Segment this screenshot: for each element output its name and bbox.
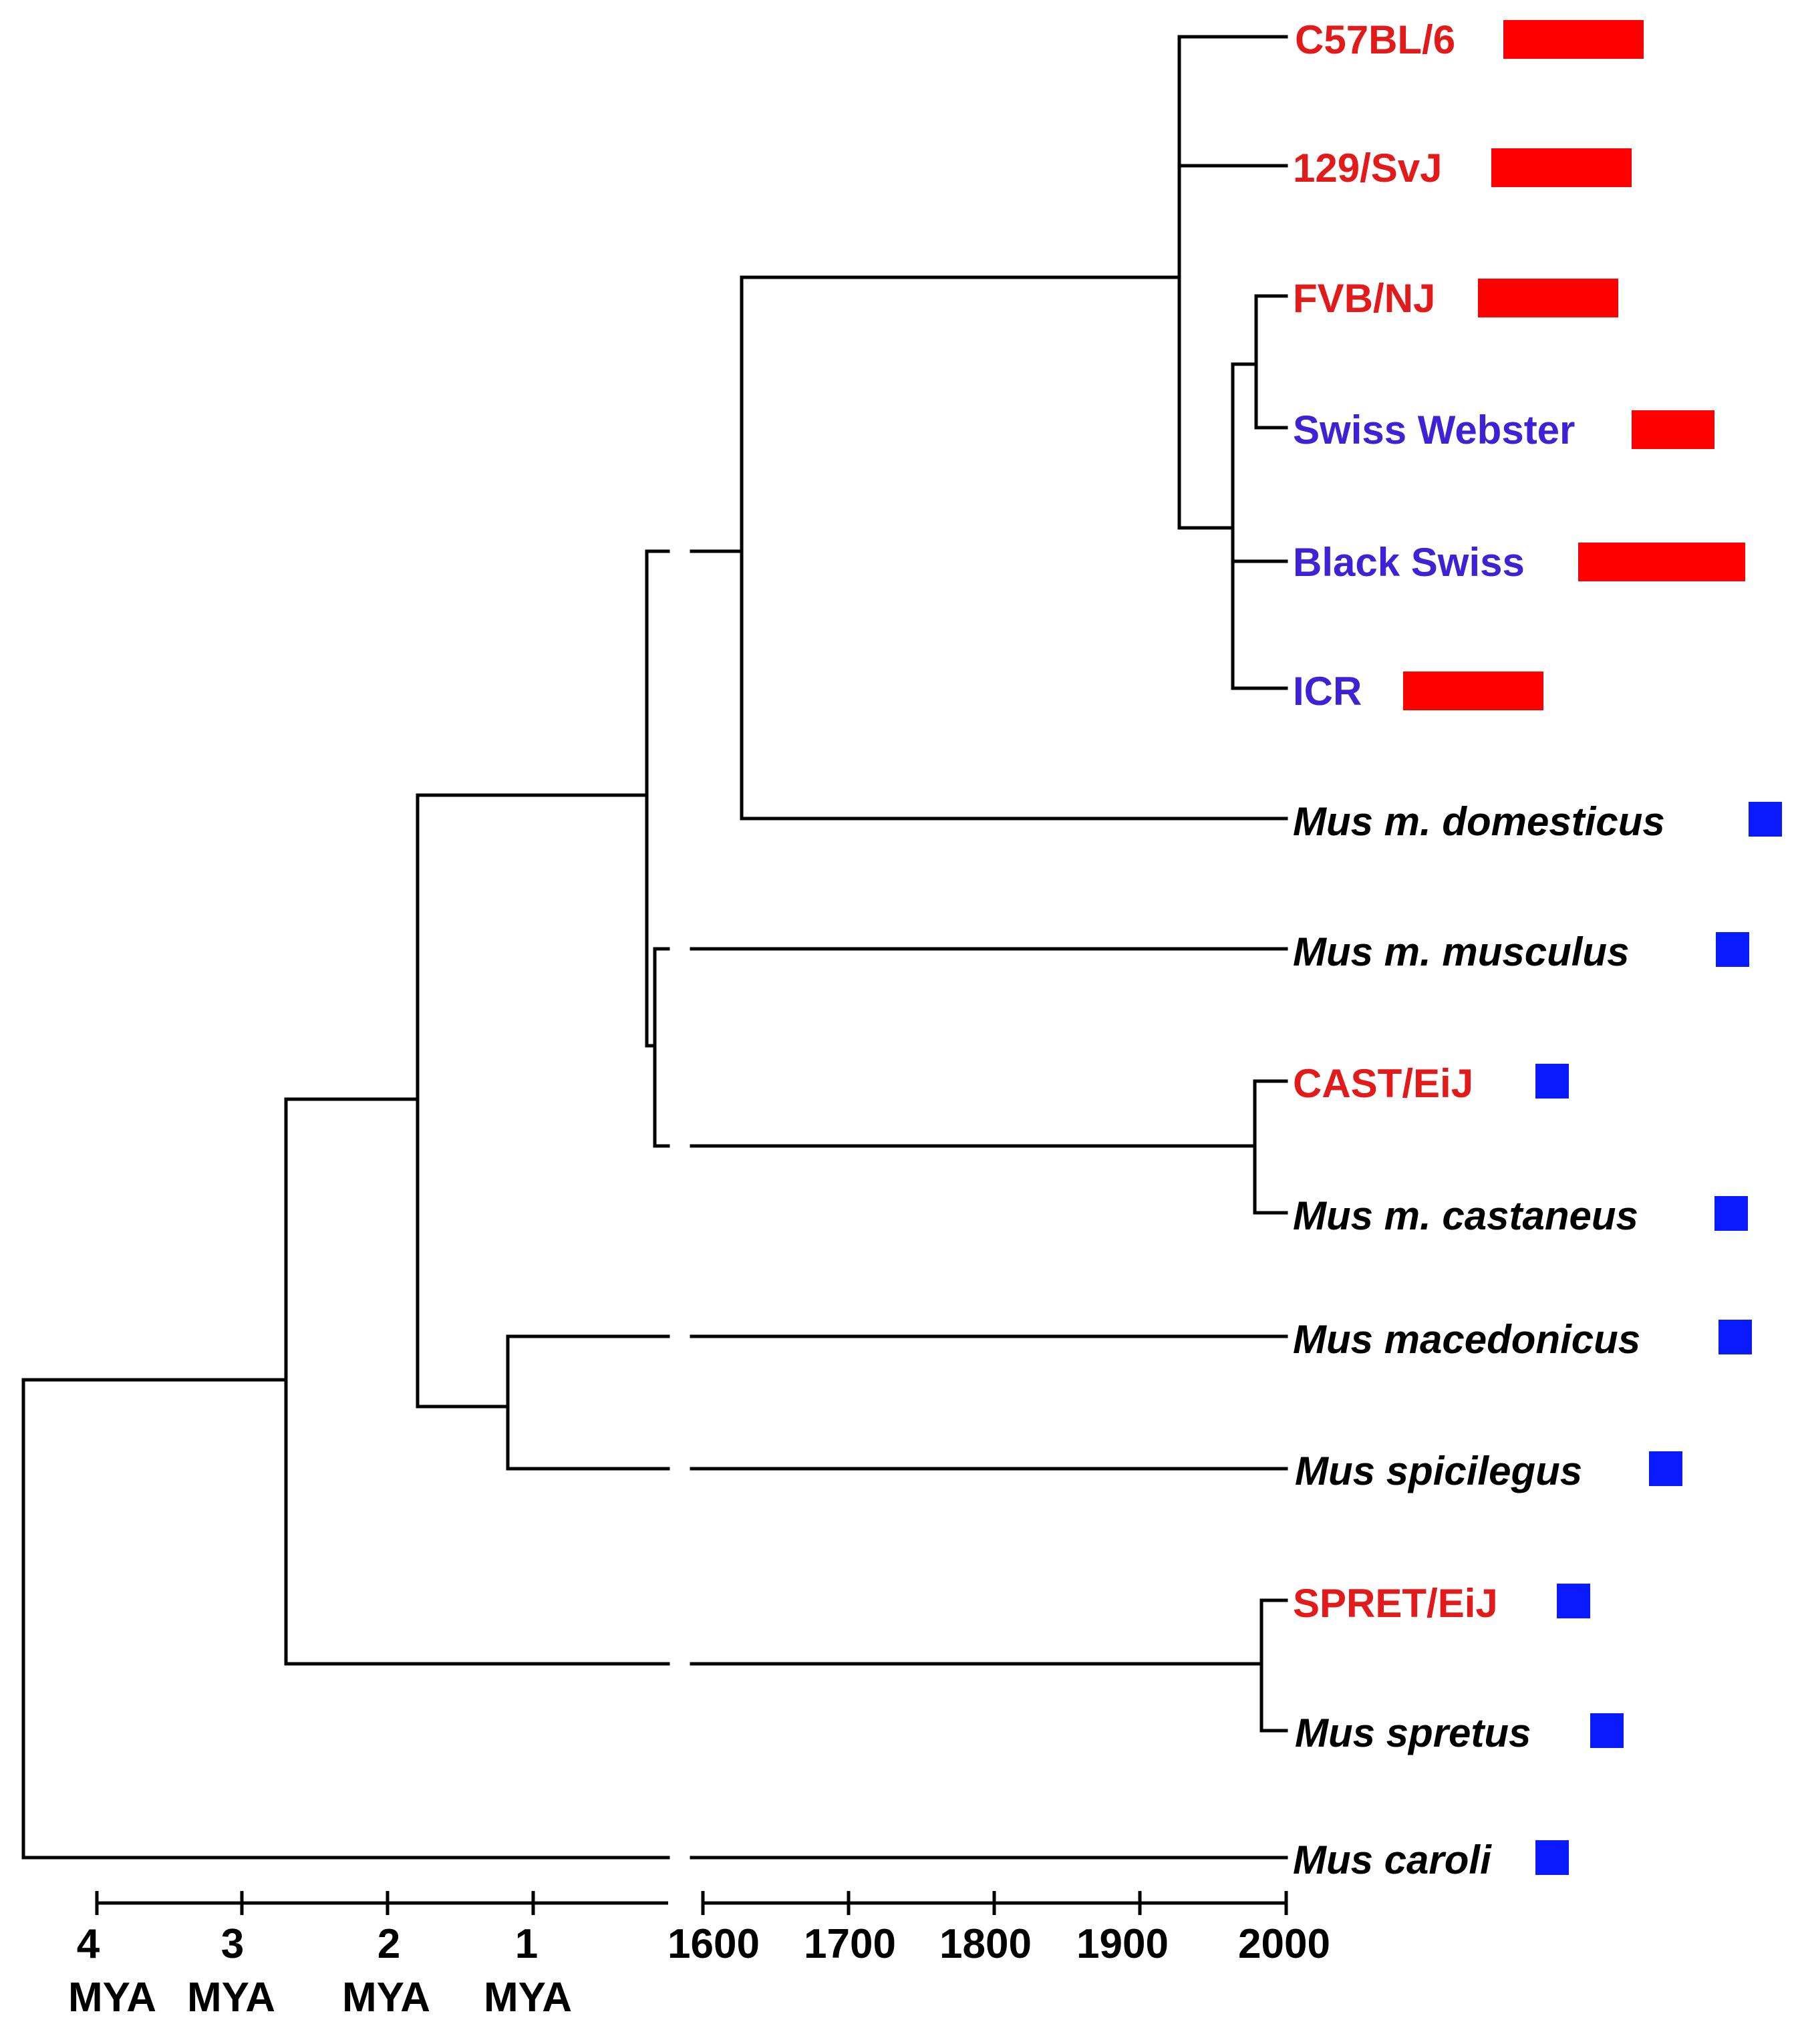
marker-fvb xyxy=(1478,279,1618,317)
marker-dom xyxy=(1749,802,1782,837)
marker-caroli xyxy=(1535,1840,1569,1875)
taxon-label-black: Black Swiss xyxy=(1293,540,1525,585)
taxon-label-caroli: Mus caroli xyxy=(1293,1838,1492,1882)
mya-unit-label-4: MYA xyxy=(68,1975,156,2021)
tree-branches xyxy=(21,35,1288,1860)
taxon-label-castaneus: Mus m. castaneus xyxy=(1293,1193,1638,1238)
taxon-label-mus: Mus m. musculus xyxy=(1293,929,1629,974)
mya-tick-label-2: 2 xyxy=(378,1921,400,1967)
year-tick-label-1600: 1600 xyxy=(667,1921,760,1967)
mya-tick-label-1: 1 xyxy=(515,1921,538,1967)
year-tick-labels: 1600 1700 1800 1900 2000 xyxy=(667,1921,1330,1967)
taxon-label-spic: Mus spicilegus xyxy=(1295,1449,1582,1493)
mya-tick-label-3: 3 xyxy=(221,1921,244,1967)
year-tick-label-2000: 2000 xyxy=(1238,1921,1330,1967)
mya-unit-label-3: MYA xyxy=(187,1975,275,2021)
marker-spretus xyxy=(1590,1713,1624,1748)
taxon-label-129: 129/SvJ xyxy=(1293,146,1443,190)
time-axis xyxy=(95,1891,1288,1915)
marker-129 xyxy=(1491,148,1632,187)
year-tick-label-1800: 1800 xyxy=(939,1921,1032,1967)
marker-spret xyxy=(1557,1584,1590,1618)
mya-tick-labels: 4 MYA 3 MYA 2 MYA 1 MYA xyxy=(68,1921,572,2021)
taxon-label-spret: SPRET/EiJ xyxy=(1293,1581,1498,1626)
mya-unit-label-2: MYA xyxy=(342,1975,430,2021)
mya-tick-label-4: 4 xyxy=(77,1921,100,1967)
taxon-label-mac: Mus macedonicus xyxy=(1293,1317,1640,1362)
marker-mus xyxy=(1716,932,1749,967)
taxon-label-c57: C57BL/6 xyxy=(1295,17,1455,62)
marker-castaneus xyxy=(1714,1196,1748,1231)
marker-swiss xyxy=(1632,410,1714,449)
taxon-label-dom: Mus m. domesticus xyxy=(1293,799,1665,844)
marker-icr xyxy=(1403,672,1543,710)
marker-spic xyxy=(1649,1451,1682,1486)
marker-mac xyxy=(1718,1320,1752,1354)
marker-c57 xyxy=(1503,20,1644,59)
taxon-label-swiss: Swiss Webster xyxy=(1293,408,1575,452)
marker-cast xyxy=(1535,1064,1569,1099)
taxon-label-spretus: Mus spretus xyxy=(1295,1711,1531,1755)
year-tick-label-1700: 1700 xyxy=(804,1921,896,1967)
taxon-label-icr: ICR xyxy=(1293,669,1362,714)
taxon-label-fvb: FVB/NJ xyxy=(1293,276,1435,321)
marker-black xyxy=(1578,543,1745,581)
taxon-label-cast: CAST/EiJ xyxy=(1293,1061,1473,1106)
year-tick-label-1900: 1900 xyxy=(1076,1921,1169,1967)
mya-unit-label-1: MYA xyxy=(484,1975,572,2021)
